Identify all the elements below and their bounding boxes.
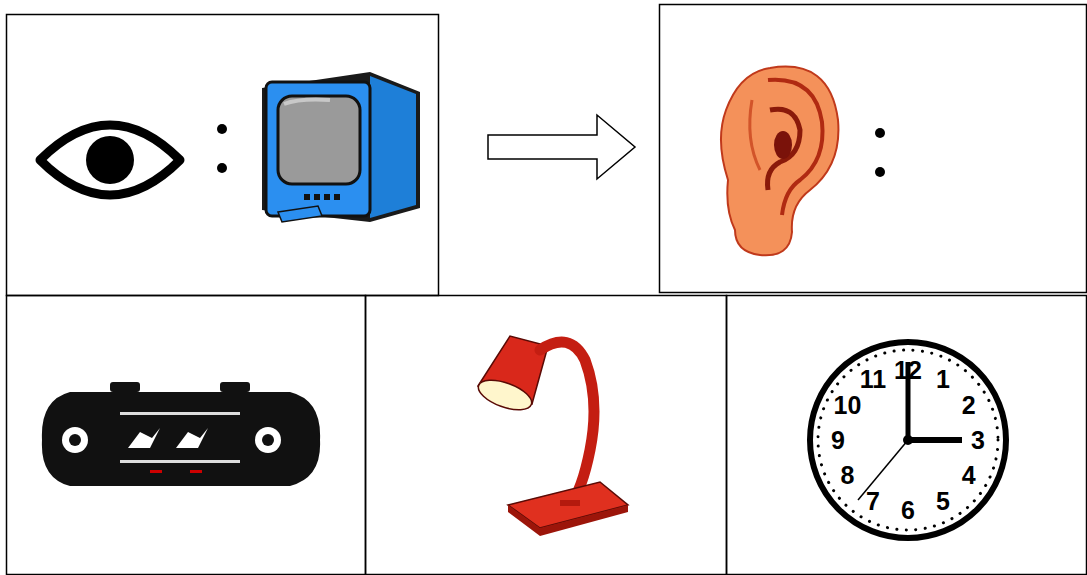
clock-number: 4 (962, 463, 976, 488)
clock-number: 2 (962, 393, 976, 418)
panel (660, 5, 1087, 293)
colon-dot (875, 167, 885, 177)
panel (7, 296, 366, 575)
radio-icon (42, 382, 320, 486)
clock-number: 1 (936, 367, 950, 392)
panel (366, 296, 727, 575)
lamp-icon (475, 336, 628, 536)
clock-number: 12 (894, 358, 922, 383)
clock-number: 8 (840, 463, 854, 488)
clock-number: 10 (833, 393, 861, 418)
colon-dot (217, 163, 227, 173)
hollow-arrow (488, 115, 635, 179)
panel (727, 296, 1087, 575)
clock-number: 7 (866, 488, 880, 513)
clock-number: 11 (860, 367, 886, 392)
clock-number: 6 (901, 498, 915, 523)
eye-icon (40, 125, 180, 195)
clock-icon (810, 342, 1006, 538)
tv-icon (262, 72, 420, 222)
clock-number: 5 (936, 488, 950, 513)
colon-dot (875, 128, 885, 138)
panel (7, 15, 439, 296)
clock-number: 9 (831, 428, 845, 453)
colon-dot (217, 124, 227, 134)
ear-icon (721, 67, 838, 256)
clock-number: 3 (971, 428, 985, 453)
